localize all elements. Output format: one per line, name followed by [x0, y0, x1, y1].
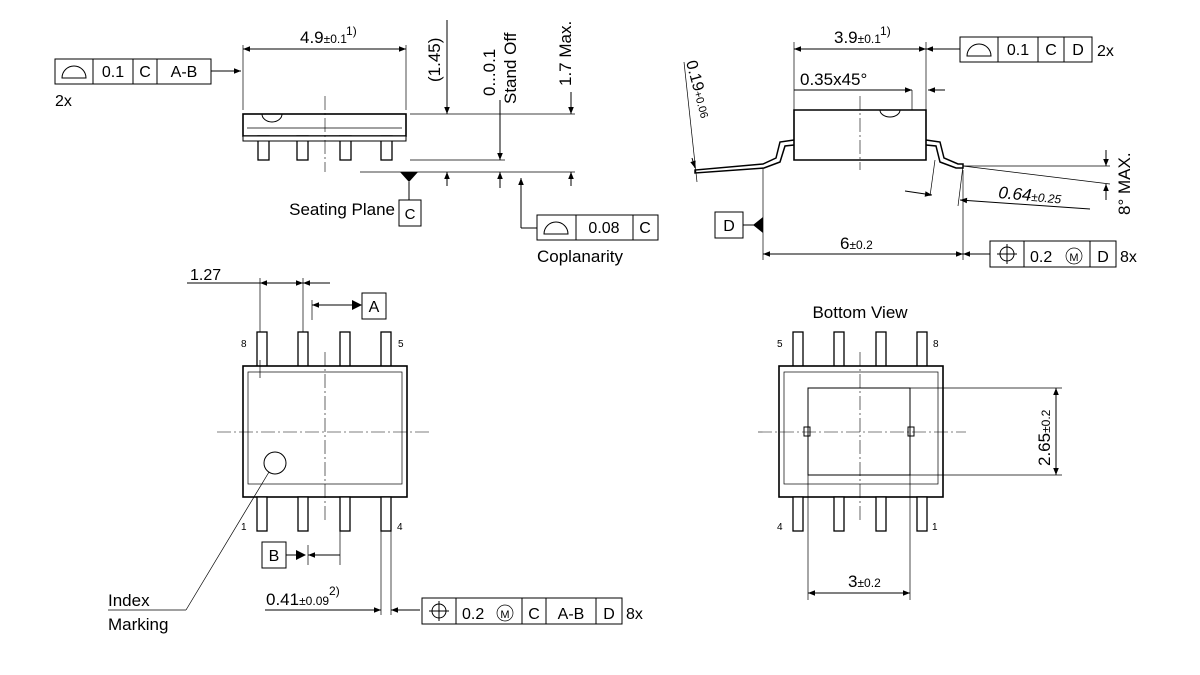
mmc-circle-end	[1065, 247, 1083, 265]
position-datum-c-top: C	[528, 606, 540, 623]
coplanarity-tolerance: 0.08	[588, 220, 619, 237]
lead-width-label: 0.41±0.092)	[266, 584, 340, 609]
position-tol-end: 0.2	[1030, 249, 1052, 266]
exposed-pad	[807, 387, 911, 476]
datum-b-label: B	[269, 548, 280, 565]
standoff-label: Stand Off	[501, 32, 520, 104]
standoff-value: 0...0.1	[480, 49, 499, 96]
mmc-end: M	[1069, 252, 1078, 264]
bottom-view: Bottom View 5 8 4 1 2.65±0.2 3±0.2	[758, 303, 1062, 600]
max-height-label: 1.7 Max.	[556, 21, 575, 86]
seating-plane-marker	[400, 172, 418, 182]
coplanarity-datum: C	[639, 220, 651, 237]
flatness-frame-side: 0.1 C A-B 2x	[54, 58, 241, 110]
seating-plane-label: Seating Plane	[289, 200, 395, 219]
flatness-datum-d-end: D	[1072, 42, 1084, 59]
position-multiplier-end: 8x	[1120, 249, 1137, 266]
flatness-tolerance: 0.1	[102, 64, 124, 81]
pin-8-top: 8	[241, 339, 247, 350]
index-marking-line1: Index	[108, 591, 150, 610]
bottom-view-title: Bottom View	[812, 303, 908, 322]
end-view: 3.9±0.11) 0.1 C D 2x 0.35x45° 0.19+0	[682, 24, 1137, 268]
index-marking-line2: Marking	[108, 615, 168, 634]
datum-d-label: D	[723, 218, 735, 235]
coplanarity-label: Coplanarity	[537, 247, 623, 266]
flatness-frame-end: 0.1 C D	[959, 36, 1093, 63]
position-datum-d-top: D	[603, 606, 615, 623]
body-height-ref: (1.45)	[425, 38, 444, 82]
position-datum-ab-top: A-B	[558, 606, 585, 623]
pin-1-bottom: 1	[932, 522, 938, 533]
mmc-circle-top	[496, 604, 514, 622]
coplanarity-frame: 0.08 C	[536, 214, 659, 241]
width-label: 3.9±0.11)	[834, 24, 891, 47]
chamfer-label: 0.35x45°	[800, 70, 867, 89]
seating-datum-c: C	[405, 206, 416, 223]
pad-width-label: 3±0.2	[848, 572, 881, 591]
span-label: 6±0.2	[840, 234, 873, 253]
position-frame-top: 0.2 M C A-B D	[421, 597, 623, 625]
package-body-side	[242, 96, 407, 172]
position-icon-end	[997, 244, 1017, 264]
flatness-icon-end	[966, 43, 992, 57]
top-view: 1.27 A 8 5 1 4	[108, 267, 643, 634]
flatness-tolerance-end: 0.1	[1007, 42, 1029, 59]
pin-4-bottom: 4	[777, 522, 783, 533]
coplanarity-icon	[543, 221, 569, 235]
pad-height-label: 2.65±0.2	[1035, 409, 1054, 466]
flatness-multiplier: 2x	[55, 93, 72, 110]
mmc-top: M	[500, 609, 509, 621]
flatness-datum-ab: A-B	[171, 64, 198, 81]
pin-5-top: 5	[398, 339, 404, 350]
index-marking-dot	[263, 451, 287, 475]
flatness-multiplier-end: 2x	[1097, 43, 1114, 60]
angle-label: 8° MAX.	[1115, 152, 1134, 215]
position-frame-end: 0.2 M D	[989, 240, 1117, 268]
pin-5-bottom: 5	[777, 339, 783, 350]
flatness-datum-c-end: C	[1045, 42, 1057, 59]
package-body-bottom	[778, 365, 944, 498]
position-tol-top: 0.2	[462, 606, 484, 623]
position-icon-top	[429, 601, 449, 621]
pin-1-top: 1	[241, 522, 247, 533]
pin-4-top: 4	[397, 522, 403, 533]
datum-a-label: A	[369, 299, 380, 316]
foot-length: 0.64±0.25	[998, 183, 1063, 207]
side-view: 0.1 C A-B 2x 4.9±0.11) (1	[54, 20, 659, 266]
position-datum-end: D	[1097, 249, 1109, 266]
datum-a-box	[361, 292, 387, 320]
flatness-icon	[61, 65, 87, 79]
flatness-datum-c: C	[139, 64, 151, 81]
pin-8-bottom: 8	[933, 339, 939, 350]
pitch-label: 1.27	[190, 267, 221, 284]
position-multiplier-top: 8x	[626, 606, 643, 623]
length-label: 4.9±0.11)	[300, 24, 357, 47]
package-body-end	[694, 96, 964, 174]
